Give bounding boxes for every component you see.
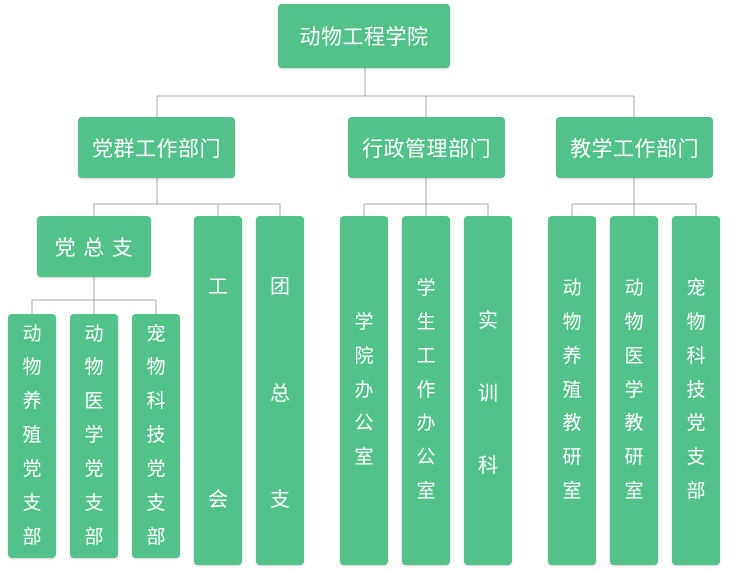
general-branch-label: 党 总 支 [54,235,134,260]
union-node: 工 会 [194,216,242,565]
league-char-1: 团 [270,274,290,298]
animal-medicine-party-branch-label: 动物医学党支部 [84,322,104,548]
league-char-3: 支 [270,487,290,511]
student-affairs-office-label: 学生工作办公室 [416,277,436,503]
training-section-node: 实 训 科 [464,216,512,565]
union-char-2: 会 [208,487,228,511]
student-affairs-office-node: 学生工作办公室 [402,216,450,565]
pet-tech-party-branch-teaching-label: 宠物科技党支部 [686,277,706,503]
general-branch-node: 党 总 支 [37,216,151,277]
animal-medicine-teaching-office-label: 动物医学教研室 [624,277,644,503]
admin-dept-label: 行政管理部门 [362,136,491,161]
animal-breeding-teaching-office-label: 动物养殖教研室 [562,277,582,503]
teaching-dept-node: 教学工作部门 [556,117,713,178]
animal-breeding-party-branch-label: 动物养殖党支部 [22,322,42,548]
pet-tech-party-branch-label: 宠物科技党支部 [146,322,166,548]
admin-dept-node: 行政管理部门 [348,117,505,178]
league-char-2: 总 [270,380,290,405]
animal-breeding-teaching-office-node: 动物养殖教研室 [548,216,596,565]
root-label: 动物工程学院 [299,25,429,49]
college-office-label: 学院办公室 [354,310,374,469]
party-dept-node: 党群工作部门 [78,117,235,178]
party-dept-label: 党群工作部门 [92,136,221,161]
pet-tech-party-branch-node: 宠物科技党支部 [132,314,180,558]
college-office-node: 学院办公室 [340,216,388,565]
animal-medicine-party-branch-node: 动物医学党支部 [70,314,118,558]
pet-tech-party-branch-teaching-node: 宠物科技党支部 [672,216,720,565]
teaching-dept-label: 教学工作部门 [570,136,699,161]
training-char-2: 训 [478,380,498,405]
training-char-1: 实 [478,308,498,332]
root-node: 动物工程学院 [278,4,450,68]
animal-medicine-teaching-office-node: 动物医学教研室 [610,216,658,565]
league-branch-node: 团 总 支 [256,216,304,565]
training-char-3: 科 [478,453,498,477]
animal-breeding-party-branch-node: 动物养殖党支部 [8,314,56,558]
union-char-1: 工 [208,274,228,298]
